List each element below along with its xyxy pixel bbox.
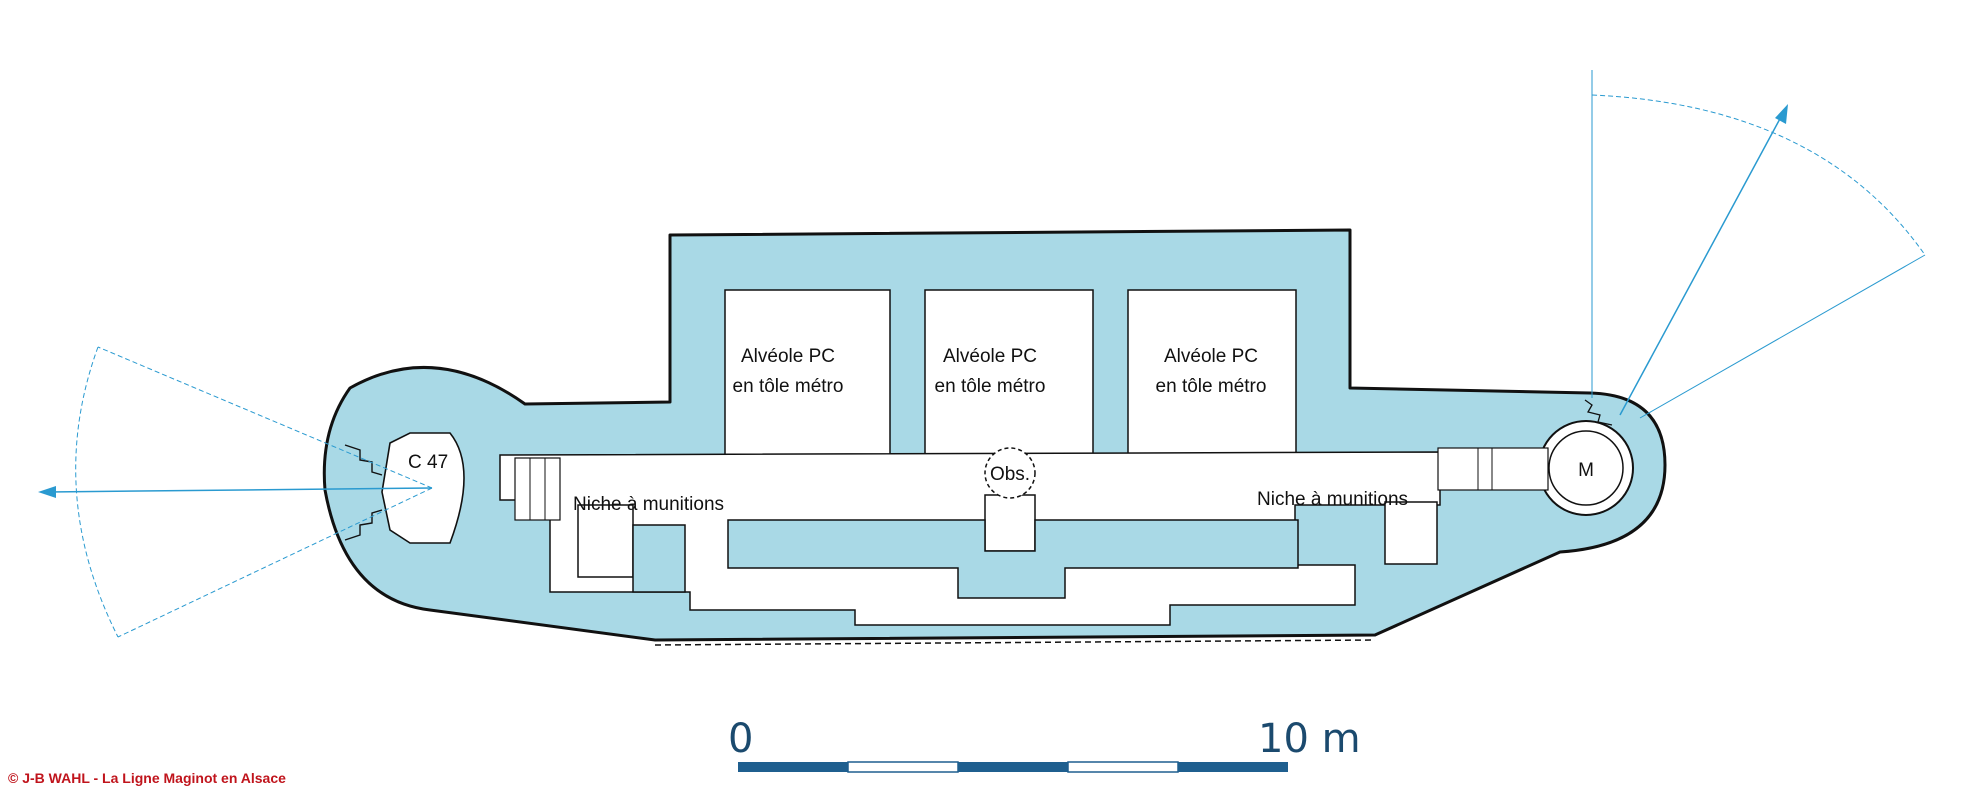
scale-end-label: 10 m [1258,716,1361,762]
left-sector-ray-bottom [117,487,433,638]
niche-label-right: Niche à munitions [1257,489,1408,510]
corridor-massif [632,519,1299,599]
left-block [632,524,686,593]
cloche-passage [1437,447,1549,491]
scale-start-label: 0 [728,716,753,762]
alveole-room-3 [1127,289,1297,457]
niche-label-left: Niche à munitions [573,494,724,515]
left-fire-arrow-head [38,486,56,498]
labels: Alvéole PC en tôle métro Alvéole PC en t… [408,346,1594,515]
alveole-label-2-line2: en tôle métro [935,376,1046,397]
c47-crenel [344,444,383,541]
alveole-label-3-line2: en tôle métro [1156,376,1267,397]
cloche-crenel [1584,399,1613,426]
obs-label: Obs. [990,464,1030,485]
c47-passage [514,457,561,521]
right-sector-arc [1591,94,1926,256]
alveole-label-1-line1: Alvéole PC [741,346,835,367]
niche-left [577,504,634,578]
alveole-room-2 [924,289,1094,457]
central-block [727,519,1299,599]
alveole-label-2-line1: Alvéole PC [943,346,1037,367]
scale-segment-1 [738,762,848,772]
obs-cupola [984,447,1036,499]
scale-segment-3 [958,762,1068,772]
obs-post [984,494,1036,552]
scale-segment-4 [1067,761,1179,773]
scale-bar: 0 10 m [728,716,1361,773]
right-sector-ray-diagonal [1639,254,1926,419]
alveole-room-1 [724,289,891,457]
c47-label: C 47 [408,452,448,473]
alveole-label-3-line1: Alvéole PC [1164,346,1258,367]
scale-segment-5 [1178,762,1288,772]
niche-right [1384,501,1438,565]
fire-sectors [38,70,1926,638]
m-cloche [1437,399,1634,516]
cloche-inner [1548,430,1624,506]
left-sector-ray-top [97,346,433,489]
copyright-credit: © J-B WAHL - La Ligne Maginot en Alsace [8,770,286,786]
right-fire-arrow-head [1775,104,1788,124]
right-fire-arrow-shaft [1619,114,1783,416]
alveole-label-1-line2: en tôle métro [733,376,844,397]
m-label: M [1578,460,1594,481]
left-fire-arrow-shaft [47,487,433,493]
front-dashed-line [654,639,1376,646]
scale-segment-2 [847,761,959,773]
